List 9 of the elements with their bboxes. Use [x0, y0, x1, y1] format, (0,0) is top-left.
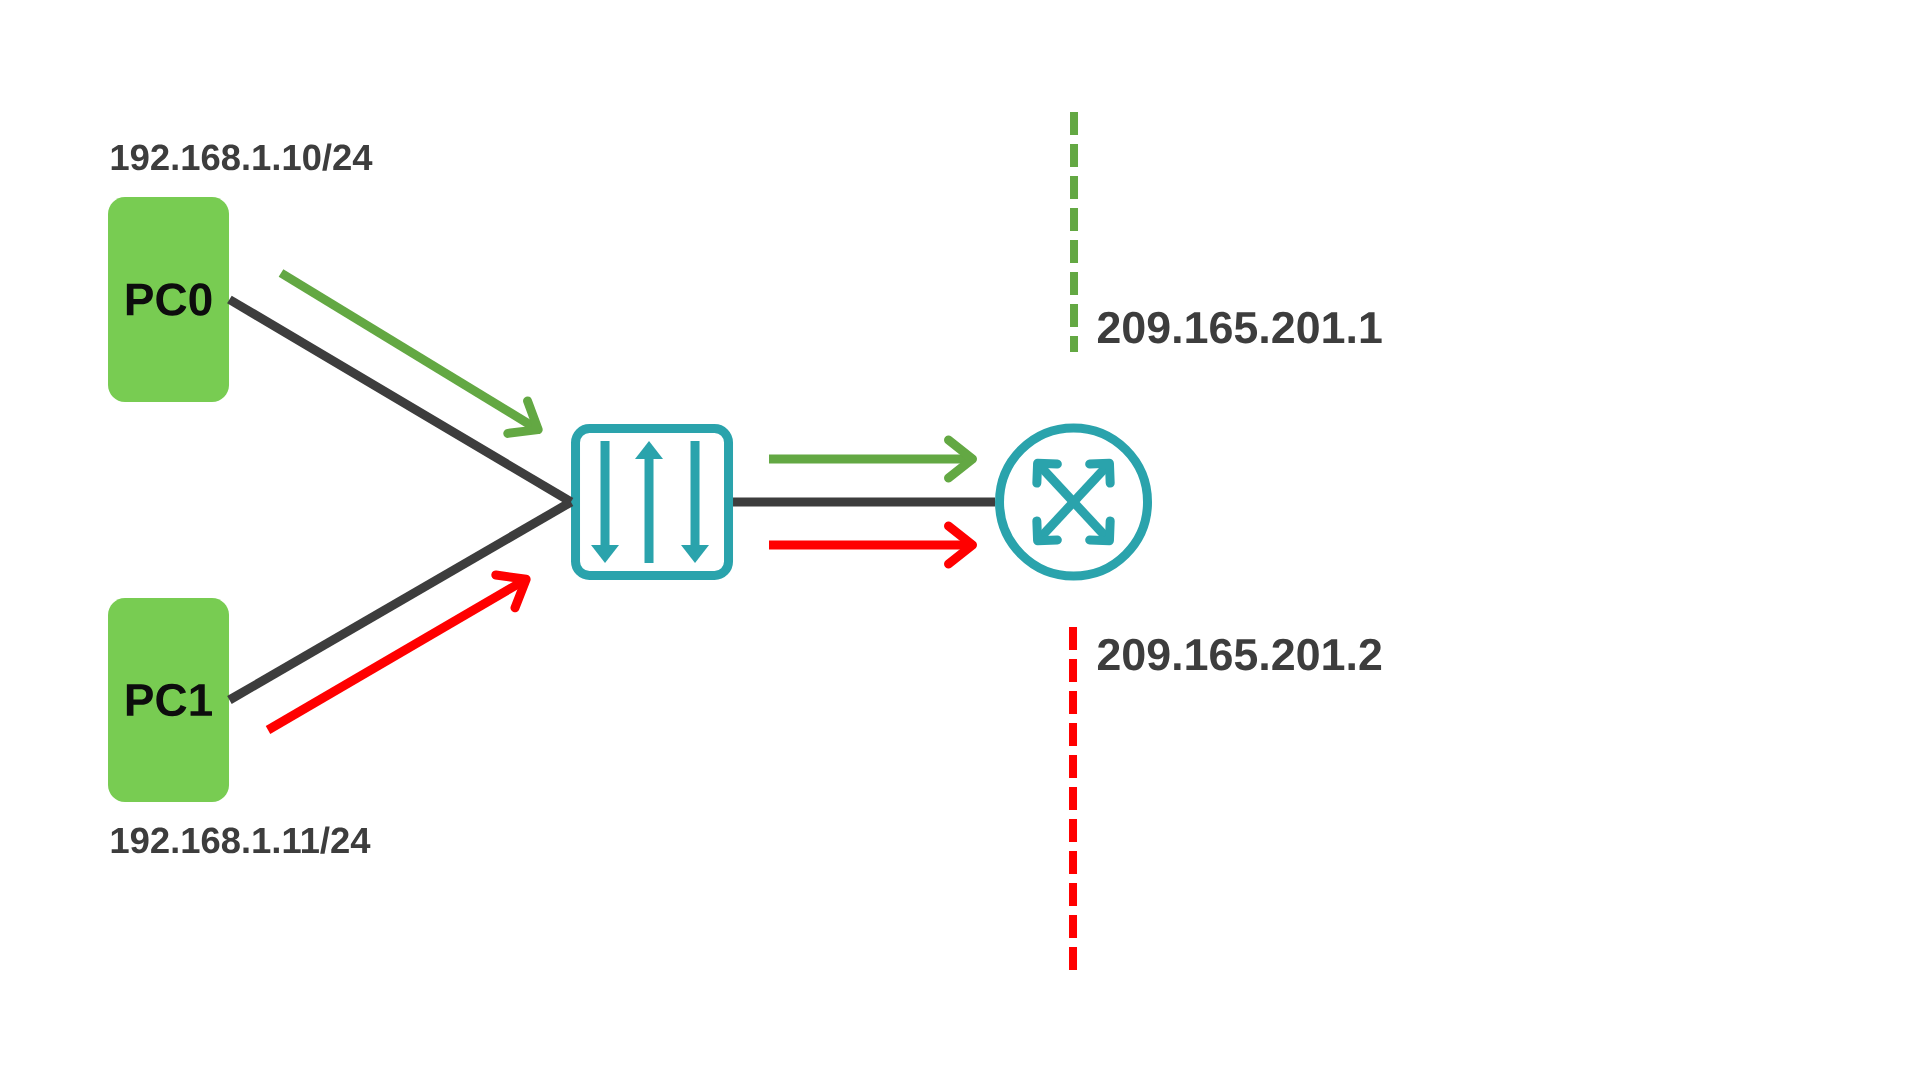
ip-address-label: 209.165.201.1	[1098, 311, 1382, 344]
pc-box: PC0	[108, 197, 229, 402]
router-icon	[995, 423, 1152, 581]
ip-address-label: 192.168.1.10/24	[111, 143, 373, 171]
ip-address-label: 209.165.201.2	[1098, 638, 1382, 671]
switch-icon	[571, 424, 733, 580]
link-line	[733, 497, 995, 507]
pc-box: PC1	[108, 598, 229, 802]
ip-address-label: 192.168.1.11/24	[111, 826, 371, 854]
